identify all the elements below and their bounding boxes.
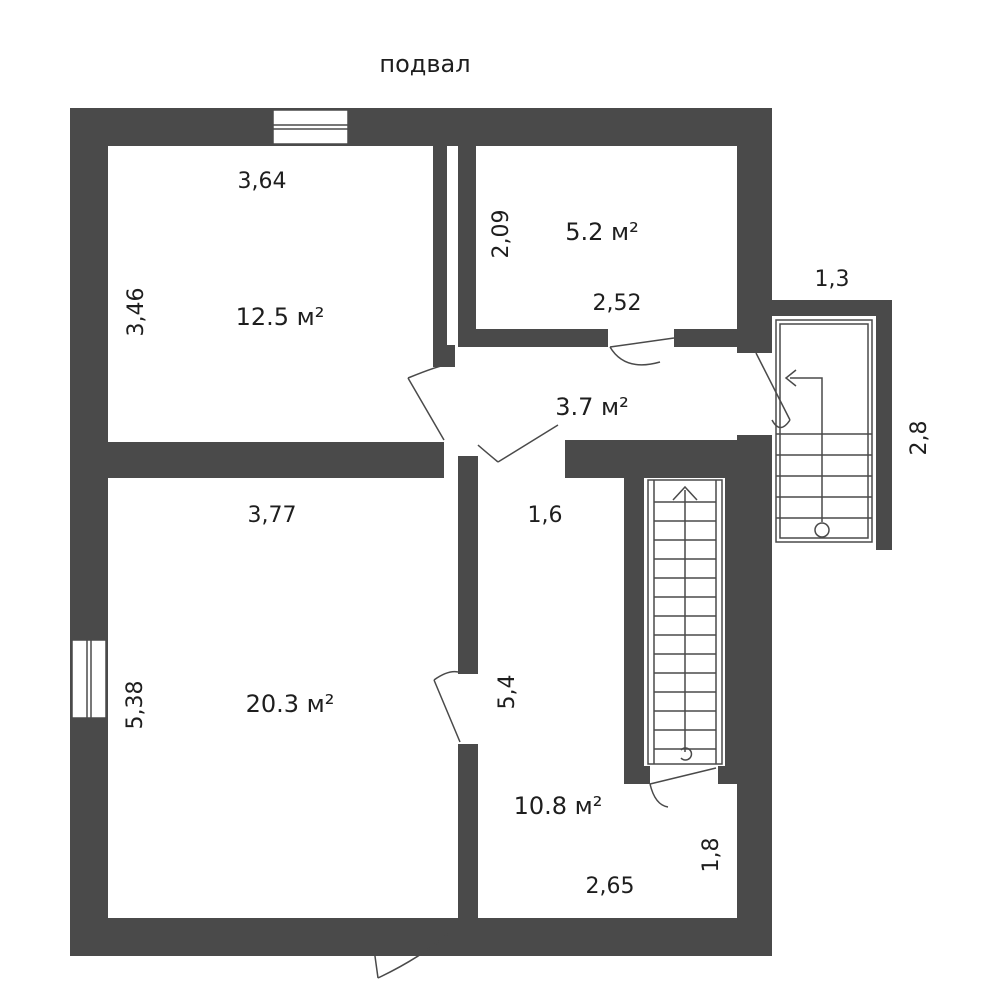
door-exit (369, 919, 449, 979)
left-arrow-icon (784, 369, 797, 387)
wall-hall-left (433, 345, 455, 367)
doors (369, 337, 791, 979)
door-room2 (609, 337, 675, 366)
wall-room1-right (433, 146, 447, 364)
porch-width: 1,3 (815, 267, 850, 292)
wall-stair-right (725, 478, 745, 780)
wall-corridor-left (458, 456, 478, 674)
wall-right-upper (737, 108, 772, 353)
room-4-width: 2,65 (586, 874, 635, 899)
room-3-height: 5,38 (123, 681, 148, 730)
windows (71, 109, 349, 719)
wall-horizontal-mid (108, 442, 444, 478)
wall-top (70, 108, 772, 146)
window-top (272, 109, 349, 145)
wall-corridor-left-b (458, 744, 478, 920)
door-room3 (433, 670, 461, 743)
room-3-width: 3,77 (248, 503, 297, 528)
wall-left (70, 108, 108, 956)
wall-room4-left-bottom (448, 918, 478, 956)
wall-stair-bottom-a (624, 766, 650, 784)
walls (70, 108, 892, 956)
porch-start-icon (814, 522, 830, 538)
window-left (71, 639, 107, 719)
room-2-height: 2,09 (489, 210, 514, 259)
porch-direction-line (790, 377, 823, 522)
corridor-length: 5,4 (495, 675, 520, 710)
room-1-area: 12.5 м² (236, 303, 325, 331)
room-4-area: 10.8 м² (514, 792, 603, 820)
plan-title: подвал (379, 50, 470, 78)
porch-staircase (775, 319, 873, 543)
up-arrow-icon (672, 485, 698, 501)
porch-length: 2,8 (907, 421, 932, 456)
wall-porch-right (876, 300, 892, 550)
room-1-height: 3,46 (124, 288, 149, 337)
hall-area: 3.7 м² (555, 393, 629, 421)
wall-room2-left (458, 146, 476, 331)
room-2-area: 5.2 м² (565, 218, 639, 246)
door-corridor (477, 424, 559, 463)
wall-stair-bottom-b (718, 766, 745, 784)
inner-staircase (647, 479, 723, 765)
wall-porch-top (772, 300, 892, 316)
corridor-width: 1,6 (528, 503, 563, 528)
door-porch (755, 352, 791, 429)
room-1-width: 3,64 (238, 169, 287, 194)
room-3-area: 20.3 м² (246, 690, 335, 718)
door-stair (649, 767, 717, 808)
door-room1 (407, 364, 448, 441)
wall-stair-left (624, 478, 644, 780)
room-4-height: 1,8 (699, 838, 724, 873)
stair-start-icon (680, 747, 693, 761)
room-2-width: 2,52 (593, 291, 642, 316)
stair-outline (647, 479, 723, 765)
wall-stair-top (565, 440, 743, 478)
porch-outline (775, 319, 873, 543)
wall-bottom (70, 918, 772, 956)
wall-room2-bottom (458, 329, 608, 347)
wall-room2-bottom-b (674, 329, 740, 347)
